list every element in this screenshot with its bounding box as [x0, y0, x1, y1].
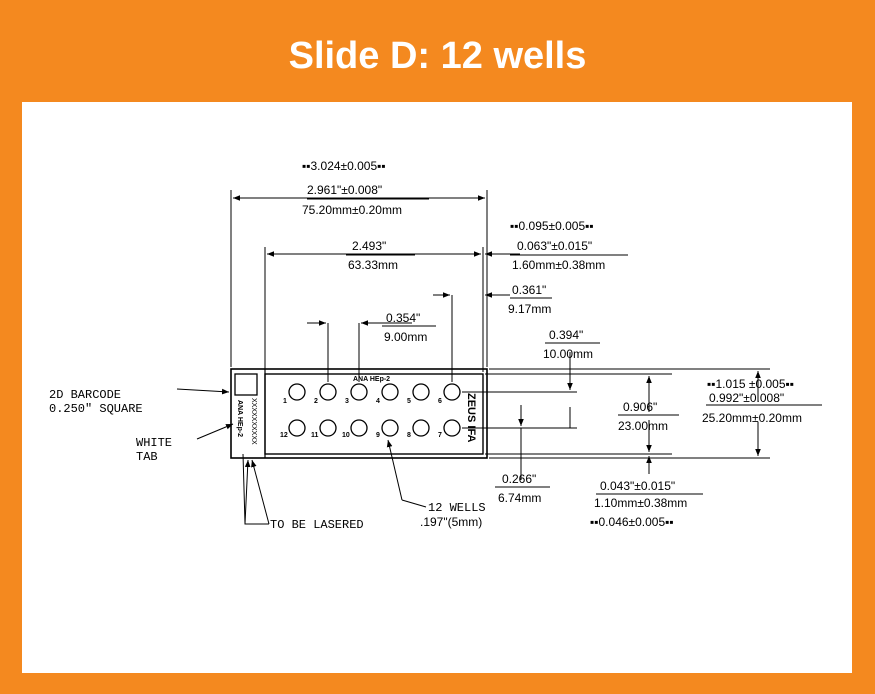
- well-number: 10: [342, 432, 350, 439]
- extension-lines: [230, 190, 770, 480]
- dim-edge-basic: ▪▪0.095±0.005▪▪: [510, 219, 594, 233]
- dim-overall-mm: 75.20mm±0.20mm: [302, 203, 402, 217]
- well: [381, 383, 399, 401]
- technical-drawing: 1 2 3 4 5 6 12 11 10 9 8 7 ANA HEp-2 ZEU…: [49, 159, 822, 532]
- dim-height-inches: 0.992"±0.008": [709, 391, 784, 405]
- dim-bottom-mm: 1.10mm±0.38mm: [594, 496, 687, 510]
- dim-row-inches: 0.266": [502, 472, 536, 486]
- well: [288, 383, 306, 401]
- well-number: 7: [438, 432, 442, 439]
- well: [412, 383, 430, 401]
- wells-size-label: .197"(5mm): [420, 515, 482, 529]
- dimension-arrows: [176, 195, 761, 525]
- dim-field-mm: 23.00mm: [618, 419, 668, 433]
- well: [319, 383, 337, 401]
- white-tab-label: WHITE: [136, 436, 172, 450]
- dim-bottom-basic: ▪▪0.046±0.005▪▪: [590, 515, 674, 529]
- slide-inner-area: [264, 373, 484, 455]
- dim-height-mm: 25.20mm±0.20mm: [702, 411, 802, 425]
- well: [381, 419, 399, 437]
- well: [350, 383, 368, 401]
- well: [319, 419, 337, 437]
- dim-overall-inches: 2.961"±0.008": [307, 183, 382, 197]
- slide-product-label: ANA HEp-2: [353, 376, 390, 383]
- well-number: 4: [376, 398, 380, 405]
- barcode-label: 2D BARCODE: [49, 388, 121, 402]
- dim-edge-mm: 1.60mm±0.38mm: [512, 258, 605, 272]
- dim-field-inches: 0.906": [623, 400, 657, 414]
- slide-brand-label: ZEUS IFA: [465, 393, 477, 443]
- well-number: 9: [376, 432, 380, 439]
- dim-inner-inches: 2.493": [352, 239, 386, 253]
- wells-leader: [401, 499, 427, 508]
- dim-inner-mm: 63.33mm: [348, 258, 398, 272]
- slide-title: Slide D: 12 wells: [288, 35, 587, 77]
- tab-serial: XXXXXXXXXX: [250, 398, 257, 445]
- wells-count-label: 12 WELLS: [428, 501, 486, 515]
- wells-group: [288, 383, 461, 437]
- well-number: 12: [280, 432, 288, 439]
- dim-height-basic: ▪▪1.015 ±0.005▪▪: [707, 377, 794, 391]
- well: [288, 419, 306, 437]
- well: [443, 383, 461, 401]
- well: [443, 419, 461, 437]
- dim-endwell-mm: 9.17mm: [508, 302, 551, 316]
- barcode-size-label: 0.250" SQUARE: [49, 402, 143, 416]
- dim-rowoffset-inches: 0.394": [549, 328, 583, 342]
- dim-row-mm: 6.74mm: [498, 491, 541, 505]
- well: [412, 419, 430, 437]
- barcode-square: [234, 373, 258, 396]
- dim-rowoffset-mm: 10.00mm: [543, 347, 593, 361]
- lasered-label: TO BE LASERED: [270, 518, 364, 532]
- dim-bottom-inches: 0.043"±0.015": [600, 479, 675, 493]
- fraction-bars: [307, 198, 822, 495]
- well-number: 5: [407, 398, 411, 405]
- well: [350, 419, 368, 437]
- drawing-panel: 1 2 3 4 5 6 12 11 10 9 8 7 ANA HEp-2 ZEU…: [22, 102, 852, 673]
- well-number: 2: [314, 398, 318, 405]
- well-number: 6: [438, 398, 442, 405]
- dim-overall-basic: ▪▪3.024±0.005▪▪: [302, 159, 386, 173]
- dim-pitch-mm: 9.00mm: [384, 330, 427, 344]
- dim-endwell-inches: 0.361": [512, 283, 546, 297]
- well-number: 11: [311, 432, 319, 439]
- well-number: 8: [407, 432, 411, 439]
- well-number: 3: [345, 398, 349, 405]
- tab-text: ANA HEp-2: [236, 400, 243, 437]
- dim-pitch-inches: 0.354": [386, 311, 420, 325]
- white-tab-label-2: TAB: [136, 450, 158, 464]
- well-number: 1: [283, 398, 287, 405]
- dim-edge-inches: 0.063"±0.015": [517, 239, 592, 253]
